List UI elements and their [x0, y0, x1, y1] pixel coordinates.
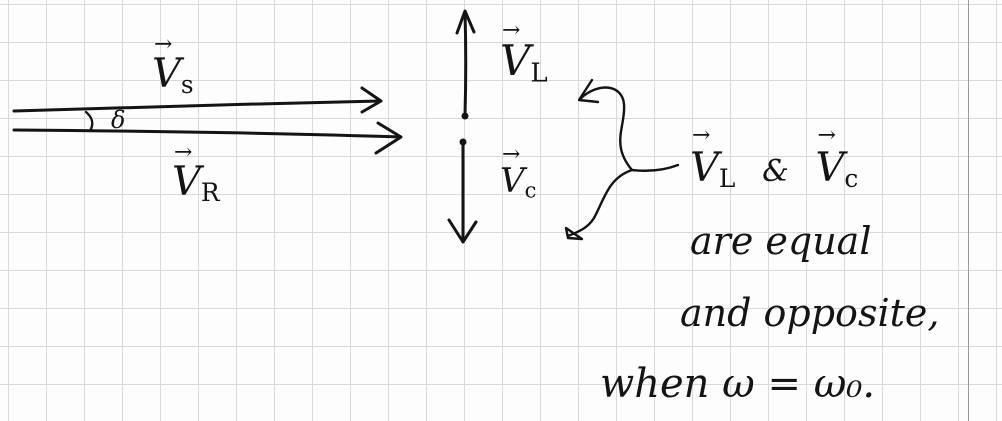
brace-upper-arm — [578, 86, 634, 172]
note-line-opposite: and opposite, — [680, 291, 940, 335]
vs-symbol: V — [152, 51, 181, 97]
vr-vector-arrow: → — [174, 140, 193, 165]
delta-angle-label: δ — [111, 106, 126, 134]
vc-vector-arrow: → — [502, 142, 521, 167]
vr-subscript: R — [200, 178, 220, 208]
vc-symbol: V — [500, 161, 525, 201]
vl-label: → VL — [500, 20, 548, 89]
note-vl-subscript: L — [718, 164, 736, 194]
vs-label: → Vs — [152, 34, 194, 100]
note-vc-label: → Vc — [815, 125, 859, 194]
vs-vector-arrow: → — [154, 32, 173, 57]
vs-subscript: s — [180, 70, 194, 100]
vc-subscript: c — [524, 177, 537, 203]
note-ampersand: & — [762, 154, 789, 189]
delta-angle-arc — [84, 110, 94, 133]
vl-phasor-arrowhead — [455, 9, 476, 35]
note-vl-vector-arrow: → — [692, 123, 711, 148]
note-pair-line: → VL & → Vc — [690, 125, 859, 194]
note-vc-symbol: V — [815, 145, 845, 191]
note-vl-symbol: V — [690, 145, 719, 191]
vr-phasor-line — [12, 128, 402, 139]
brace-lower-tip — [564, 226, 584, 241]
vr-symbol: V — [172, 159, 201, 205]
note-vc-vector-arrow: → — [817, 123, 836, 148]
vc-label: → Vc — [500, 144, 537, 203]
vl-subscript: L — [530, 58, 548, 89]
vl-vector-arrow: → — [502, 18, 521, 43]
vl-phasor-line — [463, 10, 468, 117]
vs-phasor-arrowhead — [360, 86, 383, 114]
note-vl-label: → VL — [690, 125, 748, 194]
vl-symbol: V — [500, 36, 531, 85]
brace-upper-tip — [577, 78, 600, 104]
note-line-resonance: when ω = ω₀. — [600, 361, 876, 407]
vr-label: → VR — [172, 142, 220, 208]
vc-origin-dot — [459, 138, 467, 146]
note-vc-subscript: c — [844, 164, 859, 194]
vl-origin-dot — [461, 112, 469, 120]
note-line-equal: are equal — [690, 219, 872, 263]
vr-phasor-arrowhead — [374, 121, 403, 155]
page-margin-line — [968, 0, 969, 421]
vc-phasor-arrowhead — [447, 218, 478, 244]
vs-phasor-line — [12, 99, 382, 113]
brace-pointer — [630, 163, 680, 172]
brace-lower-arm — [566, 168, 634, 238]
